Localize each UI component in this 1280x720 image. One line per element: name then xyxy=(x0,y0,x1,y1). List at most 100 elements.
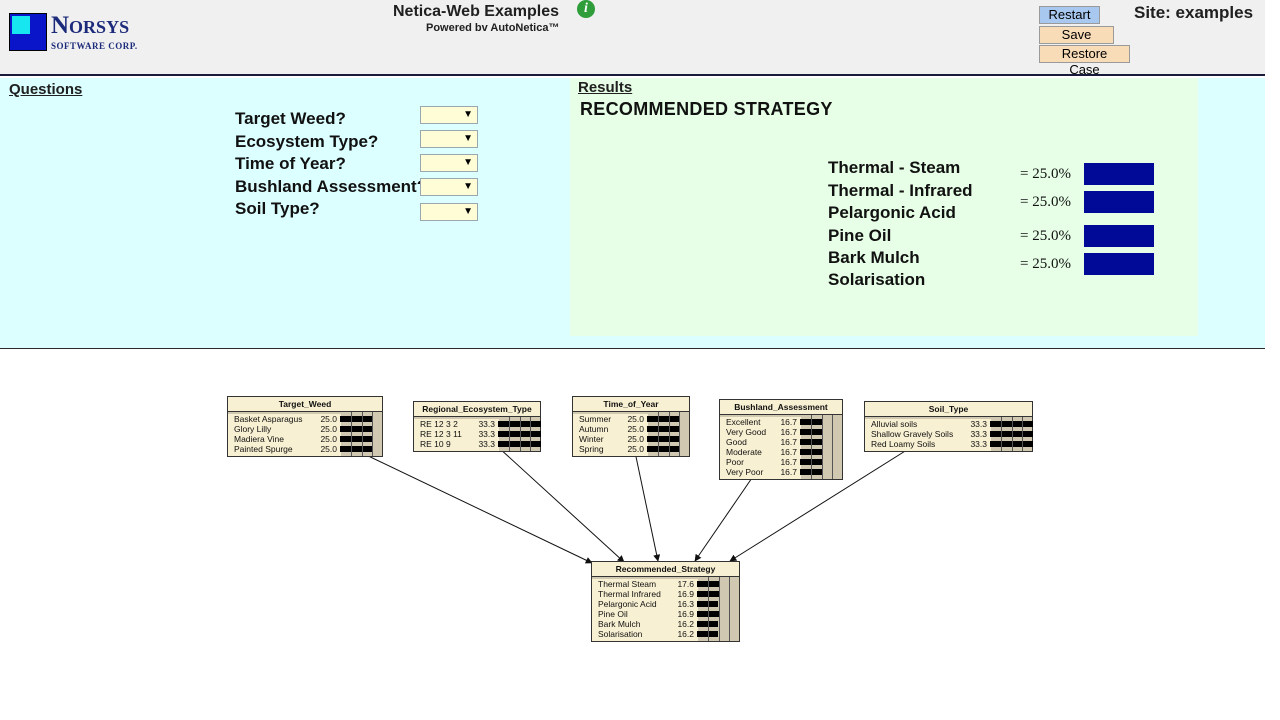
state-name: Moderate xyxy=(726,447,762,457)
soil-type-select[interactable]: ▼ xyxy=(420,203,478,221)
state-value: 25.0 xyxy=(320,444,337,454)
state-name: Spring xyxy=(579,444,604,454)
time-of-year-select[interactable]: ▼ xyxy=(420,154,478,172)
question-time-of-year-label: Time of Year? xyxy=(235,154,346,173)
edge-target-weed xyxy=(359,451,593,564)
question-ecosystem-type-label: Ecosystem Type? xyxy=(235,132,379,151)
powered-by-text: Powered bv AutoNetica™ xyxy=(426,22,560,34)
state-bar xyxy=(647,446,680,452)
state-name: Thermal Infrared xyxy=(598,589,661,599)
node-title: Soil_Type xyxy=(865,402,1032,417)
state-value: 16.9 xyxy=(677,589,694,599)
info-icon[interactable]: i xyxy=(577,0,595,18)
state-value: 16.7 xyxy=(780,457,797,467)
node-title: Recommended_Strategy xyxy=(592,562,739,577)
page-title: Netica-Web Examples xyxy=(393,3,559,20)
strategy-label: Solarisation xyxy=(828,270,926,289)
node-grid-line xyxy=(669,412,670,456)
norsys-logo[interactable]: Norsys SOFTWARE CORP. xyxy=(9,13,141,53)
node-grid-line xyxy=(530,417,531,451)
results-title: Results xyxy=(578,79,633,96)
state-name: RE 10 9 xyxy=(420,439,451,449)
state-value: 16.9 xyxy=(677,609,694,619)
state-name: Pine Oil xyxy=(598,609,628,619)
node-grid-line xyxy=(520,417,521,451)
state-name: Winter xyxy=(579,434,604,444)
strategy-label: Pine Oil xyxy=(828,226,892,245)
probability-text: = 25.0% xyxy=(1020,166,1071,182)
node-grid-line xyxy=(729,577,730,641)
state-value: 16.7 xyxy=(780,427,797,437)
probability-text: = 25.0% xyxy=(1020,194,1071,210)
strategy-label: Bark Mulch xyxy=(828,248,920,267)
ecosystem-type-select[interactable]: ▼ xyxy=(420,130,478,148)
state-name: RE 12 3 11 xyxy=(420,429,462,439)
node-title: Time_of_Year xyxy=(573,397,689,412)
state-value: 17.6 xyxy=(677,579,694,589)
node-grid-line xyxy=(1001,417,1002,451)
state-bar xyxy=(498,421,541,427)
state-name: Summer xyxy=(579,414,612,424)
target-weed-select[interactable]: ▼ xyxy=(420,106,478,124)
node-grid-line xyxy=(822,415,823,479)
restart-button[interactable]: Restart xyxy=(1039,6,1100,24)
restore-case-button[interactable]: Restore Case xyxy=(1039,45,1130,77)
state-bar xyxy=(498,431,541,437)
state-bar xyxy=(697,631,718,637)
state-value: 16.3 xyxy=(677,599,694,609)
logo-subtitle: SOFTWARE CORP. xyxy=(51,41,138,51)
logo-square-icon xyxy=(9,13,47,51)
state-name: Basket Asparagus xyxy=(234,414,303,424)
state-bar xyxy=(498,441,541,447)
probability-bar xyxy=(1084,253,1154,275)
bushland-assessment-select[interactable]: ▼ xyxy=(420,178,478,196)
probability-bar xyxy=(1084,191,1154,213)
state-name: Glory Lilly xyxy=(234,424,272,434)
probability-text: = 25.0% xyxy=(1020,228,1071,244)
state-value: 16.7 xyxy=(780,417,797,427)
node-state-row: RE 12 3 11 33.3 xyxy=(414,429,542,439)
network-edges xyxy=(359,446,911,564)
chevron-down-icon: ▼ xyxy=(463,157,473,168)
chevron-down-icon: ▼ xyxy=(463,109,473,120)
state-bar xyxy=(697,621,718,627)
node-title: Bushland_Assessment xyxy=(720,400,842,415)
state-name: Bark Mulch xyxy=(598,619,641,629)
state-value: 33.3 xyxy=(478,419,495,429)
save-case-button[interactable]: Save Case xyxy=(1039,26,1114,58)
state-name: Shallow Gravely Soils xyxy=(871,429,954,439)
state-bar xyxy=(340,426,373,432)
node-grid-line xyxy=(811,415,812,479)
node-grid-line xyxy=(679,412,680,456)
probability-bar xyxy=(1084,163,1154,185)
state-value: 33.3 xyxy=(970,439,987,449)
state-value: 33.3 xyxy=(478,429,495,439)
state-value: 16.2 xyxy=(677,629,694,639)
state-value: 16.7 xyxy=(780,437,797,447)
node-grid-line xyxy=(1022,417,1023,451)
state-value: 25.0 xyxy=(320,434,337,444)
